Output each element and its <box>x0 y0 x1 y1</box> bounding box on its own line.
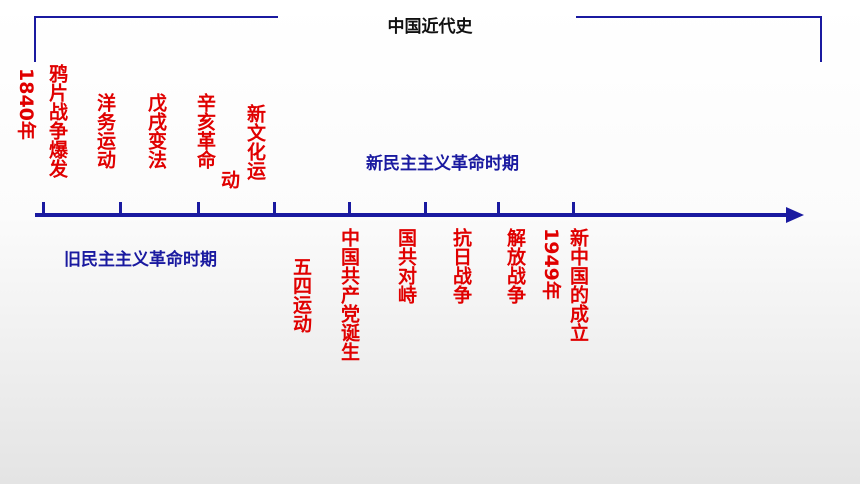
tick-new-culture <box>273 202 276 215</box>
event-cpc-founding: 中国共产党诞生 <box>338 228 360 361</box>
event-may-fourth: 五四运动 <box>290 257 312 333</box>
timeline-arrowhead <box>786 207 804 223</box>
period-new-democratic: 新民主主义革命时期 <box>366 154 519 174</box>
bracket-left-vertical <box>34 16 36 62</box>
diagram-title: 中国近代史 <box>387 17 473 37</box>
tick-1840 <box>42 202 45 215</box>
bracket-right-vertical <box>820 16 822 62</box>
tick-self-strengthening <box>119 202 122 215</box>
event-liberation-war: 解放战争 <box>504 228 526 304</box>
tick-1949 <box>572 202 575 215</box>
tick-may-fourth <box>348 202 351 215</box>
event-opium-war: 鸦片战争爆发 <box>46 64 68 178</box>
event-kmt-cpc-conflict: 国共对峙 <box>395 228 417 304</box>
event-xinhai: 辛亥革命 <box>194 93 216 169</box>
period-old-democratic: 旧民主主义革命时期 <box>64 250 217 270</box>
tick-reform <box>197 202 200 215</box>
event-year-1949: 1949年 <box>540 228 562 300</box>
tick-conflict <box>424 202 427 215</box>
event-year-1840: 1840年 <box>15 68 37 140</box>
event-new-culture-part1: 新文化运 <box>244 104 266 180</box>
timeline-axis <box>35 213 793 217</box>
event-anti-japanese: 抗日战争 <box>450 228 472 304</box>
event-reform-1898: 戊戌变法 <box>145 93 167 169</box>
event-prc-founding: 新中国的成立 <box>567 228 589 342</box>
event-new-culture-part2: 动 <box>218 170 240 189</box>
event-self-strengthening: 洋务运动 <box>94 93 116 169</box>
bracket-left-horizontal <box>34 16 278 18</box>
tick-liberation <box>497 202 500 215</box>
bracket-right-horizontal <box>576 16 822 18</box>
